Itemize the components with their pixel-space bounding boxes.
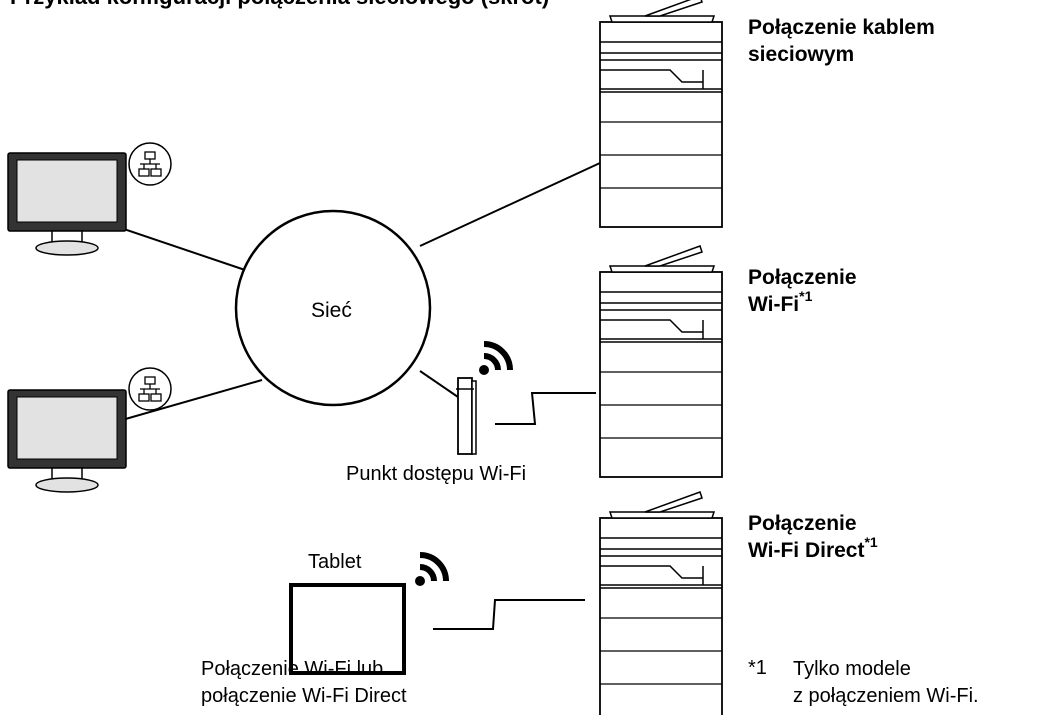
tablet-caption: Połączenie Wi-Fi lub połączenie Wi-Fi Di… — [201, 656, 407, 710]
desktop-computer-icon — [7, 389, 127, 493]
wired-network-icon — [128, 142, 172, 186]
tablet-icon — [289, 583, 406, 675]
connection-label-wifi: Połączenie Wi-Fi*1 — [748, 264, 857, 318]
tablet-label: Tablet — [308, 551, 362, 573]
connection-label-line: Połączenie — [748, 512, 857, 535]
connection-label-line: Połączenie kablem — [748, 16, 935, 39]
connection-label-line: Połączenie — [748, 266, 857, 289]
connection-label-line: Wi-Fi*1 — [748, 288, 813, 316]
wifi-link-line — [495, 392, 596, 425]
wired-network-icon — [128, 367, 172, 411]
footnote-text: Tylko modele z połączeniem Wi-Fi. — [793, 656, 979, 710]
network-label: Sieć — [311, 299, 352, 322]
wifi-direct-link-line — [433, 599, 585, 630]
pc1-link-line — [114, 225, 249, 272]
tablet-caption-line: połączenie Wi-Fi Direct — [201, 685, 407, 707]
wifi-signal-icon — [415, 555, 446, 586]
connection-label-wired: Połączenie kablem sieciowym — [748, 14, 935, 68]
pc2-link-line — [114, 379, 263, 423]
wired-printer-link-line — [419, 162, 601, 247]
footnote-mark: *1 — [748, 657, 767, 679]
multifunction-printer-icon — [599, 245, 723, 478]
access-point-label: Punkt dostępu Wi-Fi — [346, 463, 527, 485]
multifunction-printer-icon — [599, 491, 723, 715]
network-circle — [234, 209, 432, 407]
wifi-access-point-icon — [456, 377, 477, 455]
access-point-link-line — [419, 370, 459, 398]
footnote-marker: *1 — [864, 534, 878, 550]
footnote-marker: *1 — [799, 288, 813, 304]
footnote-line: z połączeniem Wi-Fi. — [793, 685, 979, 707]
desktop-computer-icon — [7, 152, 127, 256]
multifunction-printer-icon — [599, 0, 723, 228]
wifi-signal-icon — [479, 344, 510, 375]
connection-label-wifi-direct: Połączenie Wi-Fi Direct*1 — [748, 510, 878, 564]
connection-label-line: sieciowym — [748, 43, 855, 66]
header-fragment: Przykład konfiguracji połączenia sieciow… — [10, 0, 549, 9]
tablet-caption-line: Połączenie Wi-Fi lub — [201, 658, 384, 680]
footnote-line: Tylko modele — [793, 658, 911, 680]
connection-label-line: Wi-Fi Direct*1 — [748, 534, 878, 562]
